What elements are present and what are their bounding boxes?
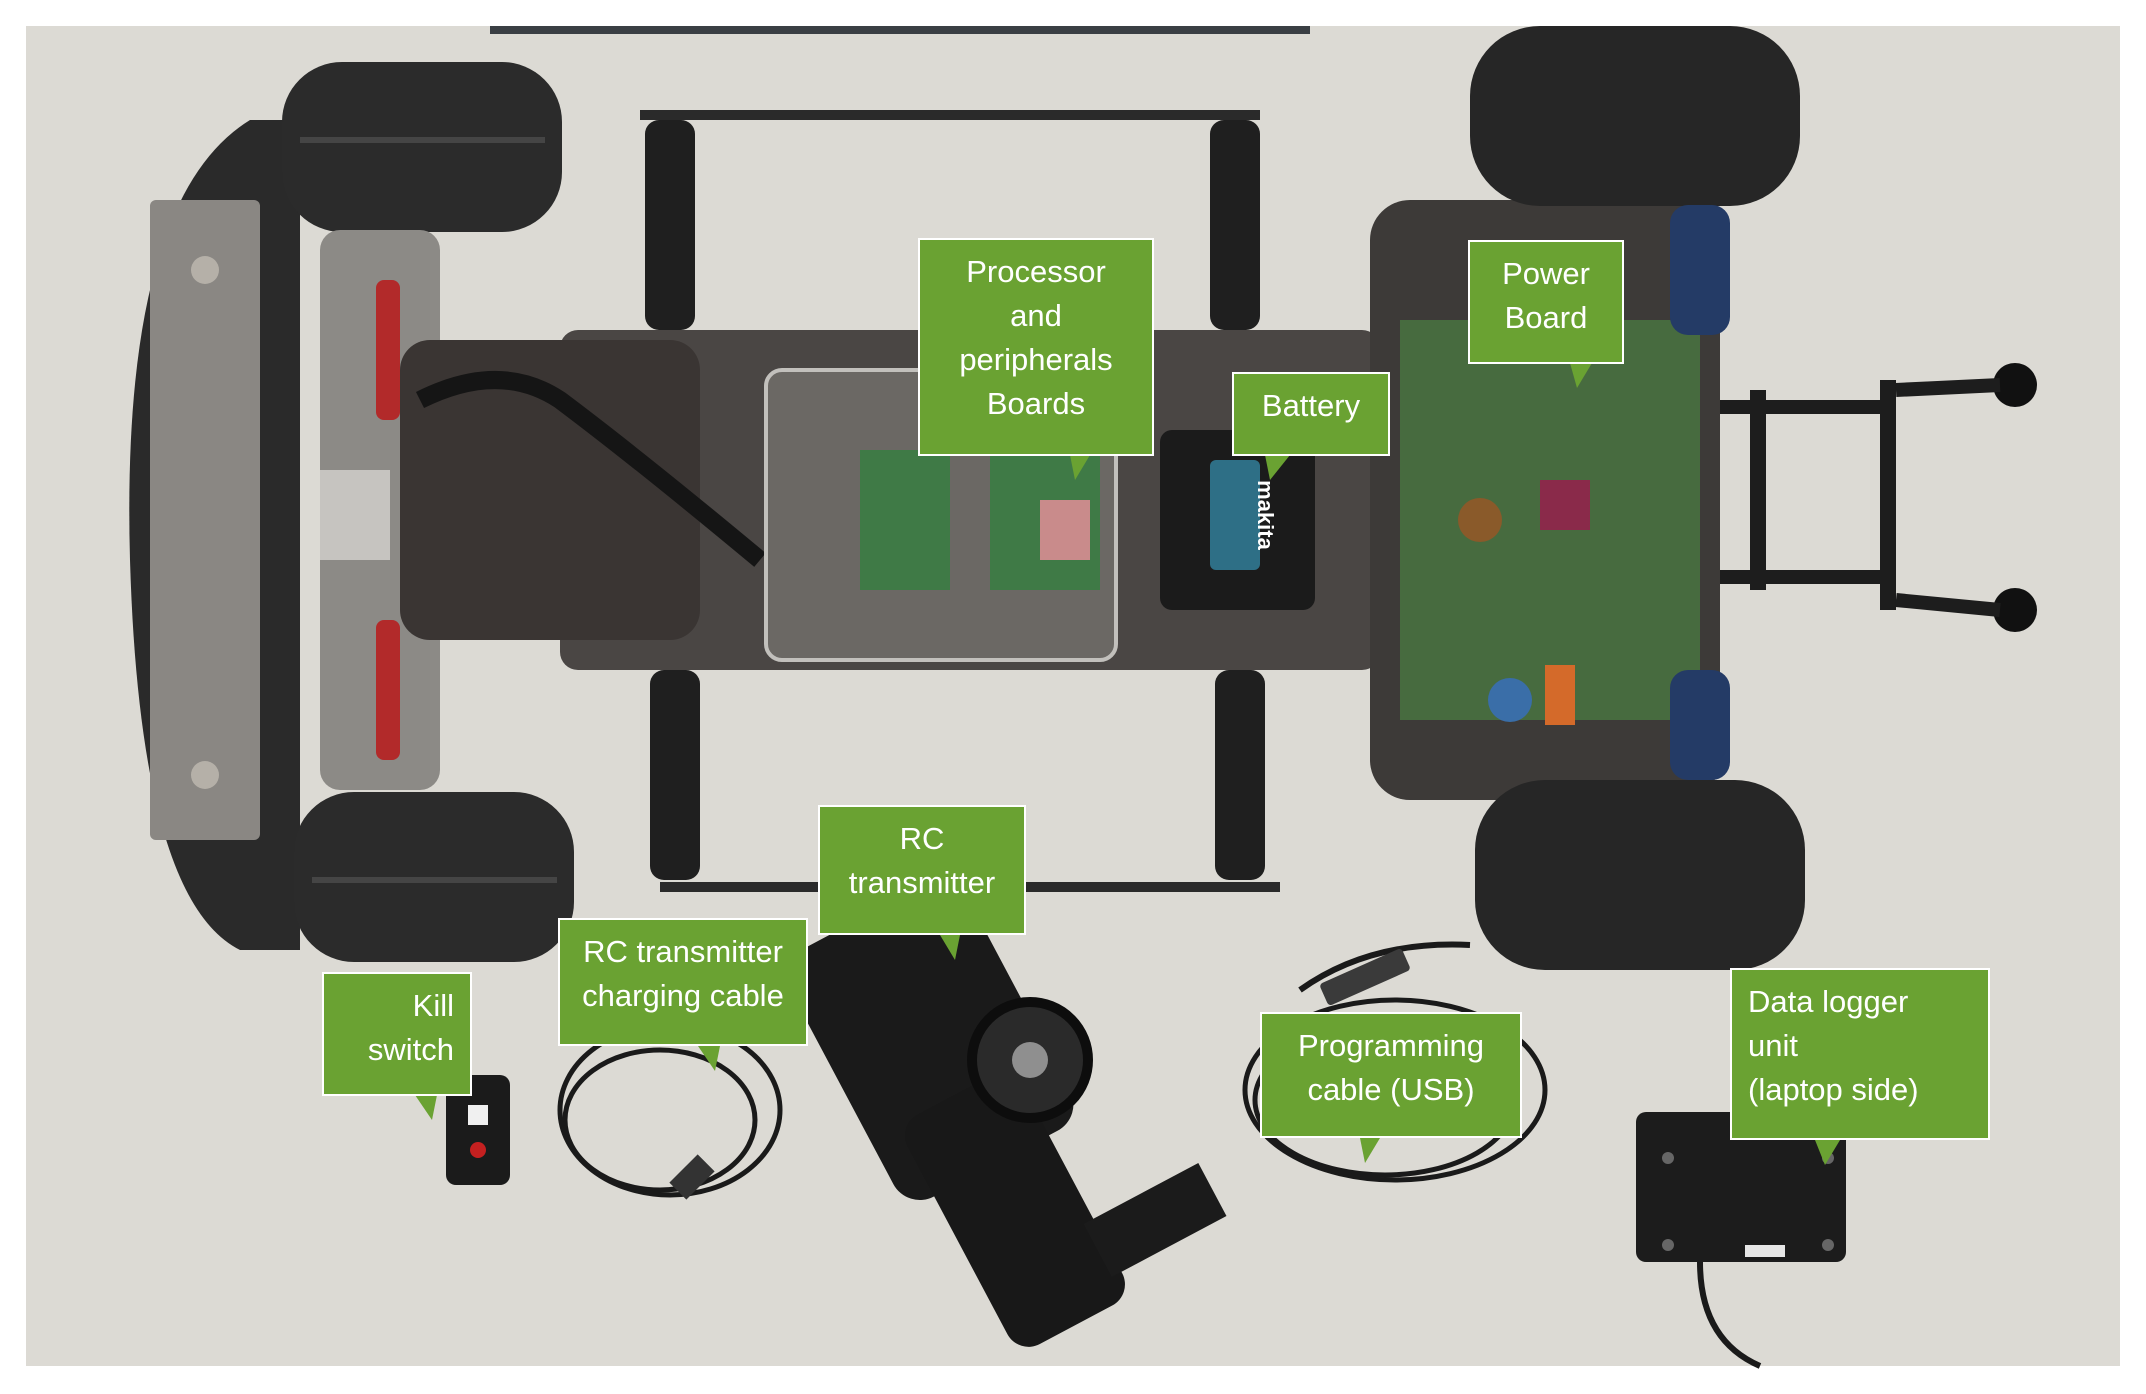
callout-pointer <box>698 1046 720 1071</box>
kill-switch-device <box>446 1075 510 1185</box>
rc-transmitter-base <box>1083 1162 1227 1278</box>
data-logger-screw <box>1662 1152 1674 1164</box>
front-left-wheel <box>282 62 562 232</box>
kill-switch-led <box>470 1142 486 1158</box>
rc-transmitter-hub <box>1012 1042 1048 1078</box>
callout-processor-boards: Processor and peripherals Boards <box>918 238 1154 456</box>
bumper-bolt <box>191 256 219 284</box>
rc-transmitter-grip <box>905 1073 1125 1347</box>
usb-plug <box>1320 949 1410 1005</box>
usb-plug <box>669 1154 715 1200</box>
callout-rc-transmitter: RC transmitter <box>818 805 1026 935</box>
rear-frame-knob <box>1993 588 2037 632</box>
callout-battery: Battery <box>1232 372 1390 456</box>
rear-frame-bar <box>1895 593 2001 617</box>
callout-pointer <box>1570 363 1592 388</box>
programming-cable <box>1298 941 1471 993</box>
data-logger-cable <box>1697 1261 1762 1369</box>
callout-rc-charging-cable: RC transmitter charging cable <box>558 918 808 1046</box>
rail-mount <box>1215 670 1265 880</box>
bumper-bolt <box>191 761 219 789</box>
steering-block <box>320 470 390 560</box>
callout-programming-cable: Programming cable (USB) <box>1260 1012 1522 1138</box>
callout-data-logger: Data logger unit (laptop side) <box>1730 968 1990 1140</box>
rail-mount <box>650 670 700 880</box>
front-bumper-plate <box>150 200 260 840</box>
callout-kill-switch: Kill switch <box>322 972 472 1096</box>
rear-frame-bar <box>1895 378 2001 397</box>
front-shock-spring <box>376 620 400 760</box>
top-shadow-object <box>490 26 1310 34</box>
rear-frame-knob <box>1993 363 2037 407</box>
kill-switch-button <box>468 1105 488 1125</box>
callout-pointer <box>1070 455 1090 480</box>
rail-mount <box>1210 120 1260 330</box>
callout-pointer <box>1265 455 1290 480</box>
capacitor <box>1488 678 1532 722</box>
callout-pointer <box>415 1095 437 1120</box>
battery-label-area <box>1210 460 1260 570</box>
rear-frame-bar <box>1750 390 1766 590</box>
charging-cable-coil <box>562 1047 758 1193</box>
programming-cable-coil <box>1242 997 1548 1183</box>
rear-frame-bar <box>1880 380 1896 610</box>
rail-mount <box>645 120 695 330</box>
rear-left-wheel <box>1470 26 1800 206</box>
processor-board <box>860 450 950 590</box>
cable-bundle <box>415 371 766 567</box>
top-side-rail <box>640 110 1260 120</box>
ribbon-cable <box>1040 500 1090 560</box>
data-logger-screw <box>1662 1239 1674 1251</box>
front-shock-spring <box>376 280 400 420</box>
rear-shock <box>1670 670 1730 780</box>
front-electronics-area <box>400 340 700 640</box>
rear-frame-bar <box>1720 570 1890 584</box>
rear-frame-bar <box>1720 400 1890 414</box>
data-logger-box <box>1636 1112 1846 1262</box>
callout-power-board: Power Board <box>1468 240 1624 364</box>
data-logger-screw <box>1822 1239 1834 1251</box>
callout-pointer <box>940 935 960 960</box>
relay <box>1545 665 1575 725</box>
data-logger-label <box>1745 1245 1785 1257</box>
rear-right-wheel <box>1475 780 1805 970</box>
dc-converter <box>1540 480 1590 530</box>
callout-pointer <box>1360 1138 1380 1163</box>
rear-shock <box>1670 205 1730 335</box>
battery-brand-label: makita <box>1253 480 1278 550</box>
callout-pointer <box>1815 1140 1840 1165</box>
capacitor <box>1458 498 1502 542</box>
